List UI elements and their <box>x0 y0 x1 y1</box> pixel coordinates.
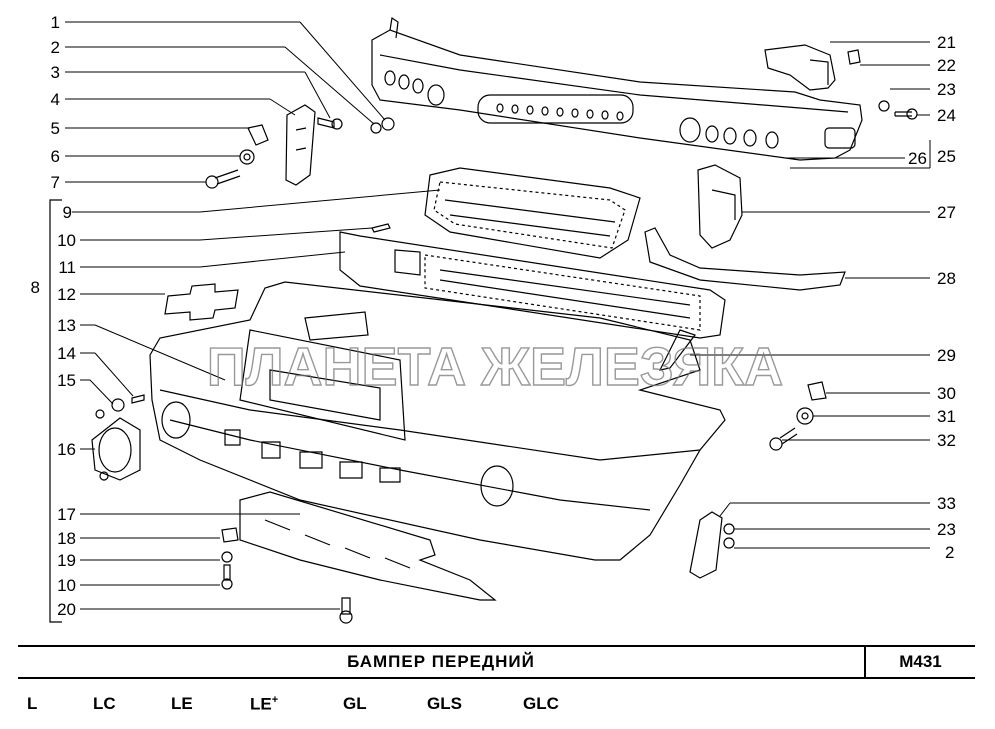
callout-18: 18 <box>57 529 76 548</box>
callout-16: 16 <box>57 440 76 459</box>
callout-2: 2 <box>51 38 60 57</box>
callout-11: 11 <box>58 258 76 277</box>
variant-gl: GL <box>343 694 367 713</box>
callout-33: 33 <box>937 494 956 513</box>
bracket-right-lower <box>697 164 743 249</box>
callout-19: 19 <box>57 551 76 570</box>
callout-20: 20 <box>57 600 76 619</box>
variant-glc: GLC <box>523 694 559 713</box>
callout-27: 27 <box>937 203 956 222</box>
trim-strip <box>644 227 846 291</box>
callout-17: 17 <box>57 505 76 524</box>
title-bar: БАМПЕР ПЕРЕДНИЙ M431 <box>18 645 975 679</box>
callout-1: 1 <box>51 13 60 32</box>
callout-31: 31 <box>937 407 956 426</box>
title-divider <box>864 647 866 677</box>
callout-4: 4 <box>51 90 60 109</box>
callout-10: 10 <box>57 231 76 250</box>
variant-list: L LC LE LE+ GL GLS GLC <box>0 694 995 718</box>
callout-13: 13 <box>57 316 76 335</box>
variant-gls: GLS <box>427 694 462 713</box>
diagram-title: БАМПЕР ПЕРЕДНИЙ <box>347 652 535 671</box>
callout-15: 15 <box>57 371 76 390</box>
lower-grille-frame <box>339 231 726 339</box>
callout-29: 29 <box>937 346 956 365</box>
callout-30: 30 <box>937 384 956 403</box>
callout-9: 9 <box>63 203 72 222</box>
callout-12: 12 <box>57 285 76 304</box>
variant-lc: LC <box>93 694 116 713</box>
diagram-code: M431 <box>899 652 942 671</box>
watermark-text: ПЛАНЕТА ЖЕЛЕЗЯКА <box>207 337 783 397</box>
callout-23b: 23 <box>937 520 956 539</box>
skid-plate <box>239 491 497 601</box>
callout-26: 26 <box>908 149 927 168</box>
bumper-cover <box>149 281 726 561</box>
callout-8: 8 <box>31 278 40 297</box>
bracket-right-upper <box>764 44 836 91</box>
callout-22: 22 <box>937 56 956 75</box>
emblem <box>164 283 239 321</box>
variant-le-plus: LE+ <box>250 694 279 714</box>
callout-23: 23 <box>937 80 956 99</box>
variant-l: L <box>27 694 38 713</box>
bumper-beam <box>371 16 863 161</box>
callout-5: 5 <box>51 119 60 138</box>
variant-le: LE <box>171 694 193 713</box>
callout-14: 14 <box>57 344 76 363</box>
callout-24: 24 <box>937 106 956 125</box>
callout-6: 6 <box>51 147 60 166</box>
bracket-left <box>285 104 316 186</box>
upper-grille <box>424 167 641 259</box>
callout-32: 32 <box>937 431 956 450</box>
callout-25: 25 <box>937 147 956 166</box>
callout-7: 7 <box>51 173 60 192</box>
parts-diagram: ПЛАНЕТА ЖЕЛЕЗЯКА 1 2 3 4 5 6 7 9 10 11 1… <box>31 13 956 624</box>
callout-2b: 2 <box>945 543 954 562</box>
callout-3: 3 <box>51 63 60 82</box>
callout-10b: 10 <box>57 576 76 595</box>
fog-lamp <box>91 409 141 481</box>
callout-28: 28 <box>937 269 956 288</box>
callout-21: 21 <box>937 33 956 52</box>
